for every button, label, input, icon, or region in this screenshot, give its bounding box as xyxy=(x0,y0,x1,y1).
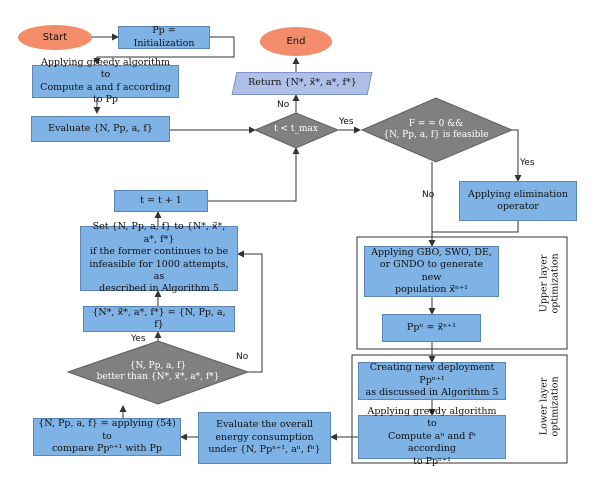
label-yes-t: Yes xyxy=(339,117,354,127)
init-box: Pp = Initialization xyxy=(118,25,210,49)
decision-better-text: {N, Pp, a, f} better than {N*, x⃗*, a*, … xyxy=(96,360,220,382)
greedy-algorithm-2-box: Applying greedy algorithm to Compute aⁿ … xyxy=(358,406,506,467)
greedy-algorithm-box: Applying greedy algorithm to Compute a a… xyxy=(32,57,179,105)
arrow-elim-join xyxy=(432,221,519,233)
new-deployment-box: Creating new deployment Ppⁿ⁺¹ as discuss… xyxy=(358,362,506,400)
decision-better-shape xyxy=(66,340,250,405)
decision-t-text: t < t_max xyxy=(274,124,318,135)
upper-layer-label: Upper layer optimization xyxy=(538,253,561,314)
label-no-f: No xyxy=(422,190,435,200)
arrow-feas-elim xyxy=(512,129,522,182)
elimination-box: Applying elimination operator xyxy=(459,181,577,221)
decision-feas-shape xyxy=(360,97,514,163)
label-yes-better: Yes xyxy=(131,334,146,344)
t-increment-box: t = t + 1 xyxy=(114,190,208,212)
arrow-better-set-no xyxy=(237,250,263,373)
start-terminal: Start xyxy=(18,25,92,50)
evaluate-box: Evaluate {N, Pp, a, f} xyxy=(31,116,170,142)
arrow-init-greedy1 xyxy=(93,36,235,65)
arrow-tincr-tcond xyxy=(208,147,300,202)
return-output: Return {N*, x⃗*, a*, f*} xyxy=(231,72,373,95)
return-text: Return {N*, x⃗*, a*, f*} xyxy=(247,77,357,89)
metaheuristic-box: Applying GBO, SWO, DE, or GNDO to genera… xyxy=(364,246,499,297)
pp-assign-box: Ppⁿ = x⃗ⁿ⁺¹ xyxy=(382,314,481,342)
upper-layer-frame xyxy=(356,236,568,350)
label-no-better: No xyxy=(236,352,249,362)
evaluate-energy-box: Evaluate the overall energy consumption … xyxy=(198,412,331,464)
lower-layer-frame xyxy=(351,354,568,464)
label-no-t: No xyxy=(277,100,290,110)
label-yes-f: Yes xyxy=(520,158,535,168)
assign-best-box: {N*, x⃗*, a*, f*} = {N, Pp, a, f} xyxy=(83,306,235,332)
decision-t-shape xyxy=(253,112,340,149)
set-box: Set {N, Pp, a, f} to {N*, x⃗*, a*, f*} i… xyxy=(80,221,238,294)
decision-feas-text: F = = 0 && {N, Pp, a, f} is feasible xyxy=(383,118,489,140)
lower-layer-label: Lower layer optimization xyxy=(538,376,561,437)
applying-54-box: {N, Pp, a, f} = applying (54) to compare… xyxy=(33,418,181,456)
end-terminal: End xyxy=(260,27,332,56)
